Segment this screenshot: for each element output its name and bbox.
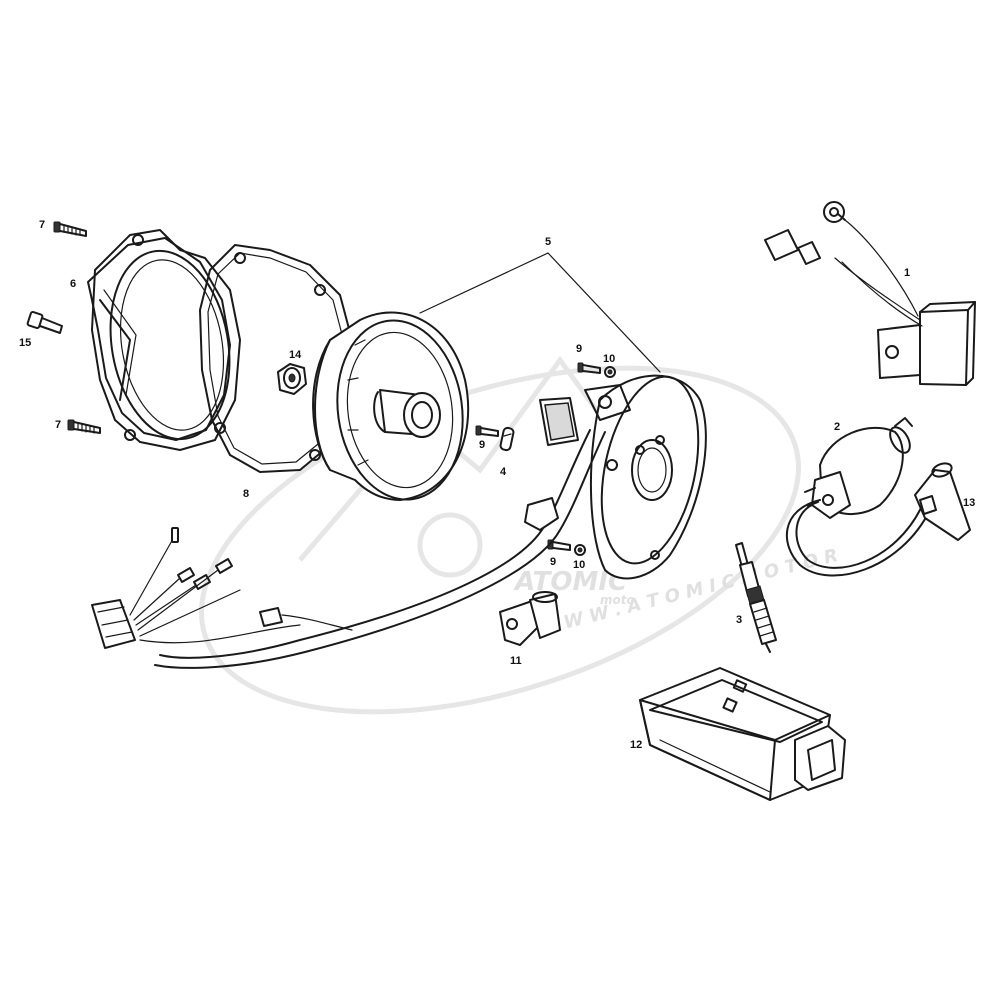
callout-9-top: 9 <box>576 343 582 355</box>
part-4-key <box>499 426 515 452</box>
callout-13: 13 <box>963 497 975 509</box>
callout-8: 8 <box>243 488 249 500</box>
callout-4: 4 <box>500 466 507 478</box>
callout-10-top: 10 <box>603 353 615 365</box>
callout-15: 15 <box>19 337 31 349</box>
callout-12: 12 <box>630 739 642 751</box>
part-11-sensor <box>499 591 561 646</box>
callout-9-mid: 9 <box>479 439 485 451</box>
part-9-screw-top <box>577 362 601 374</box>
part-3-spark-plug <box>735 542 777 653</box>
callout-labels: 1 2 3 4 5 6 7 7 8 9 9 9 10 10 11 12 13 1… <box>19 219 975 751</box>
part-5-stator <box>539 374 707 580</box>
part-6-outer-cover <box>87 229 241 451</box>
part-10-washer-bottom <box>574 544 586 556</box>
part-13-spark-plug-cap <box>914 462 971 541</box>
part-5-flywheel <box>312 311 470 501</box>
callout-11: 11 <box>510 655 522 667</box>
callout-5-leaders <box>419 252 661 373</box>
watermark-sub: moto <box>600 593 635 607</box>
callout-6: 6 <box>70 278 76 290</box>
part-12-cdi-unit <box>639 667 846 801</box>
callout-3: 3 <box>736 614 742 626</box>
callout-7-top: 7 <box>39 219 45 231</box>
part-7-screw-top <box>53 221 87 237</box>
part-15-bolt <box>26 311 63 334</box>
callout-14: 14 <box>289 349 302 361</box>
callout-5: 5 <box>545 236 551 248</box>
part-1-regulator <box>764 201 976 386</box>
callout-1: 1 <box>904 267 910 279</box>
callout-2: 2 <box>834 421 840 433</box>
part-7-screw-bottom <box>67 419 101 434</box>
part-9-screw-mid <box>475 425 499 437</box>
callout-9-bottom: 9 <box>550 556 556 568</box>
part-14-nut <box>277 363 307 395</box>
wiring-harness <box>91 429 606 669</box>
part-2-ignition-coil <box>786 417 931 577</box>
part-10-washer-top <box>604 366 616 378</box>
callout-7-bottom: 7 <box>55 419 61 431</box>
callout-10-bottom: 10 <box>573 559 585 571</box>
